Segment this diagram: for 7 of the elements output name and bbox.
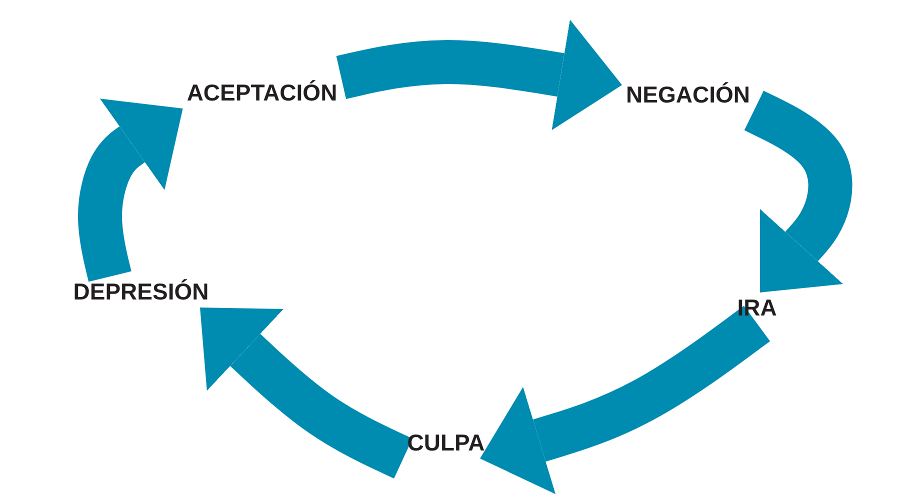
stage-label: NEGACIÓN <box>626 84 750 106</box>
stage-label: DEPRESIÓN <box>73 280 209 304</box>
curved-arrow <box>336 20 622 130</box>
stage-label: IRA <box>737 296 777 320</box>
stage-label: CULPA <box>407 432 485 454</box>
curved-arrow <box>480 306 770 494</box>
stage-label: ACEPTACIÓN <box>186 82 338 104</box>
